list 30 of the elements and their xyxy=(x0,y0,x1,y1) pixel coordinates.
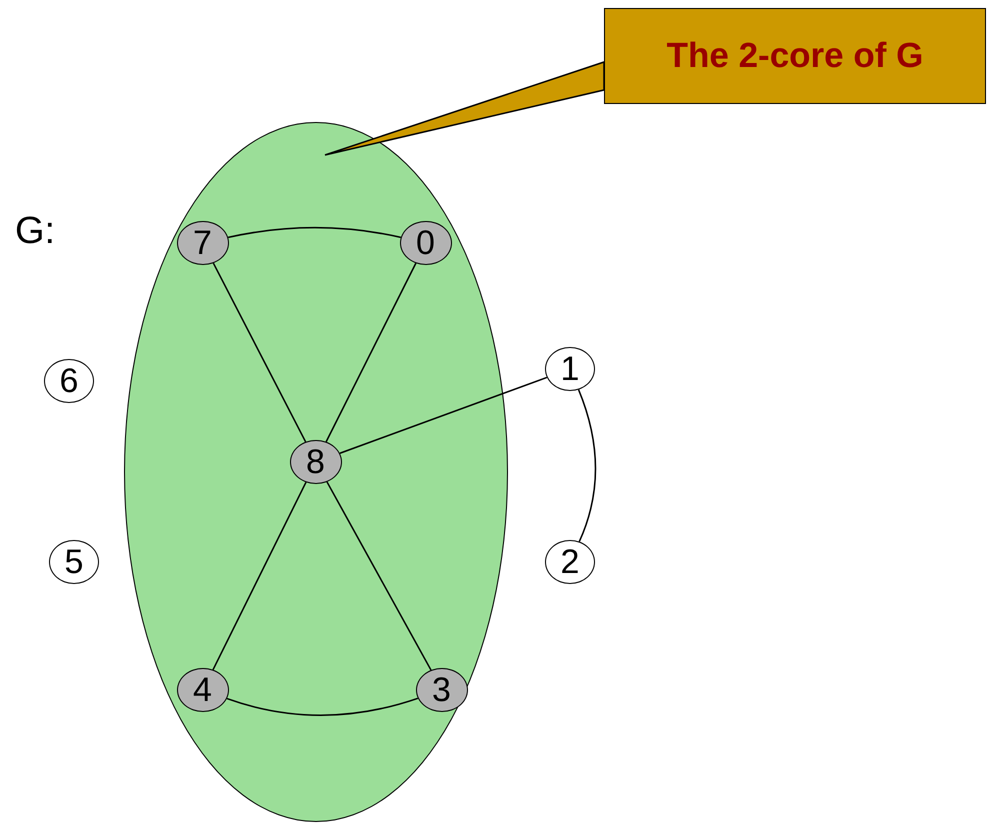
graph-edge xyxy=(340,376,548,454)
vertex-number: 4 xyxy=(193,672,212,706)
graph-edge xyxy=(226,698,418,716)
callout-box xyxy=(604,8,986,104)
vertex-number: 5 xyxy=(64,545,84,579)
vertex-circle xyxy=(545,347,595,391)
callout-pointer xyxy=(324,60,605,156)
callout-text: The 2-core of G xyxy=(666,36,924,76)
vertex-circle xyxy=(290,440,342,484)
vertex-circle xyxy=(545,540,595,584)
vertex-circle xyxy=(44,359,94,403)
graph-edge xyxy=(326,482,432,670)
vertex-circle xyxy=(176,668,228,712)
graph-edge xyxy=(578,389,596,542)
vertex-number: 1 xyxy=(560,352,580,386)
vertex-number: 7 xyxy=(193,226,212,260)
vertex-circle xyxy=(416,668,468,712)
vertex-circle xyxy=(176,220,228,264)
graph-name: G: xyxy=(15,212,56,250)
vertex-circle xyxy=(49,540,99,584)
vertex-circle xyxy=(400,220,452,264)
vertex-number: 3 xyxy=(432,672,451,706)
graph-edge xyxy=(228,226,402,238)
graph-edge xyxy=(326,262,416,442)
vertex-number: 0 xyxy=(416,226,435,260)
vertex-number: 2 xyxy=(560,545,580,579)
vertex-number: 6 xyxy=(60,364,78,398)
vertex-number: 8 xyxy=(306,444,325,478)
graph-edge xyxy=(212,262,306,442)
graph-edge xyxy=(212,482,307,670)
